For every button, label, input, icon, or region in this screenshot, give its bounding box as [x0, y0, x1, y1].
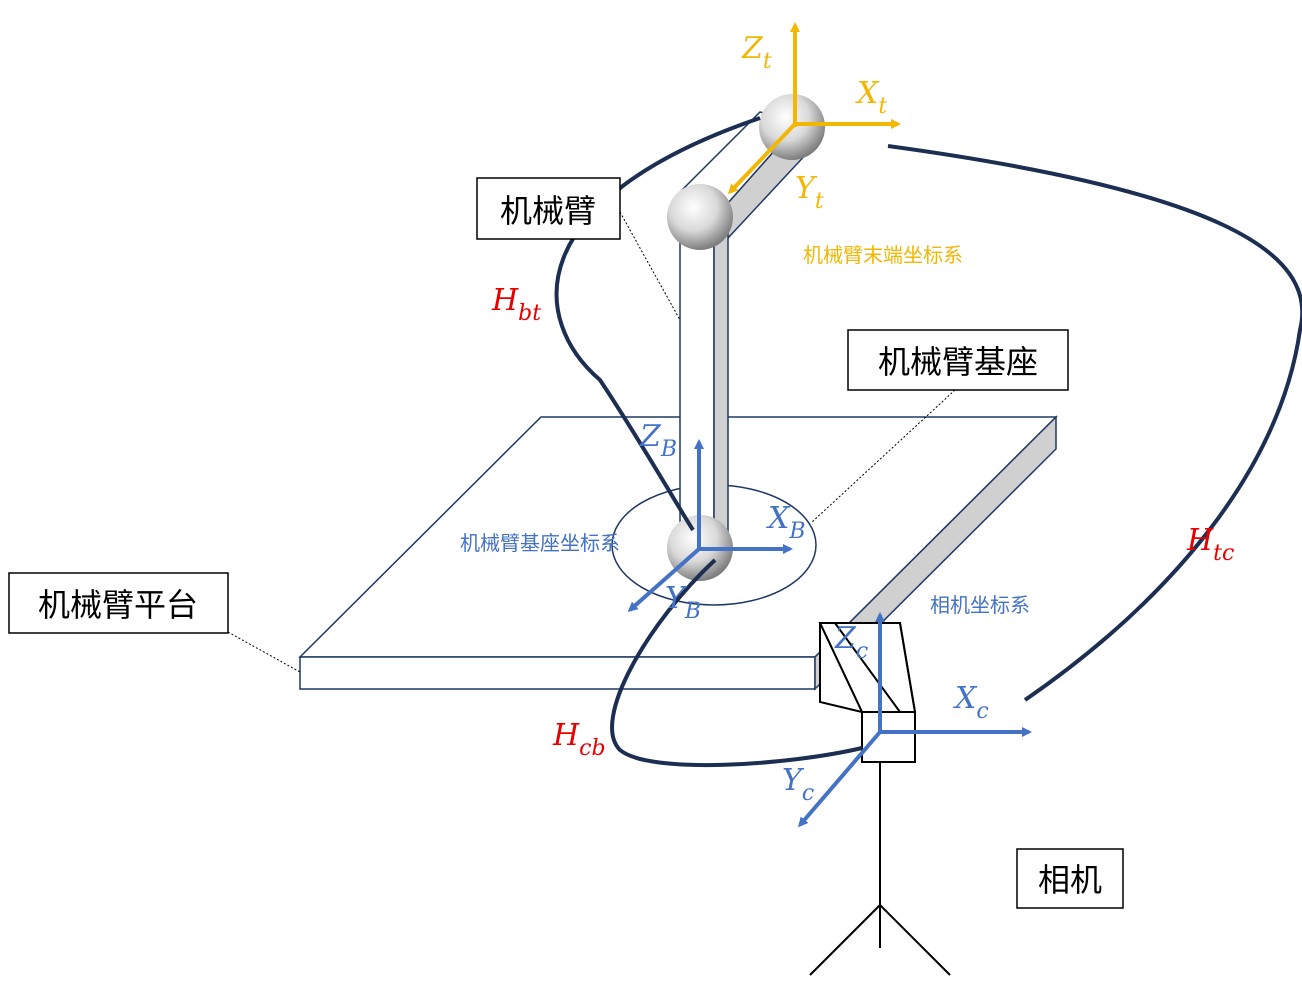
base-x-label: XB [766, 501, 806, 544]
callout-camera-label: 相机 [1038, 861, 1102, 899]
camera-y-label: Yc [782, 763, 814, 806]
transform-curve-bt [554, 116, 761, 532]
camera-frame-name: 相机坐标系 [930, 593, 1030, 617]
callout-camera: 相机 [1016, 848, 1124, 909]
transform-curve-tc [887, 144, 1302, 702]
callout-arm-platform-label: 机械臂平台 [38, 586, 198, 624]
callout-arm-platform: 机械臂平台 [8, 572, 229, 634]
transform-label-cb: Hcb [552, 718, 606, 761]
tripod [809, 762, 951, 976]
vertical-link-side [713, 226, 729, 552]
camera-y-axis [798, 730, 882, 828]
base-frame-name: 机械臂基座坐标系 [460, 531, 620, 555]
callout-robot-arm: 机械臂 [476, 177, 621, 240]
base-y-label: YB [665, 581, 701, 624]
robot-arm [667, 94, 825, 581]
transform-label-bt: Hbt [491, 283, 541, 326]
tool-y-label: Yt [795, 171, 824, 214]
callout-arm-base: 机械臂基座 [847, 329, 1069, 391]
camera-frame-axes [798, 612, 1032, 828]
platform-front-face [299, 656, 816, 690]
tool-x-label: Xt [855, 76, 887, 119]
elbow-joint-sphere [667, 184, 733, 250]
base-z-label: ZB [639, 419, 677, 462]
camera-left-face [819, 622, 864, 714]
camera-z-label: Zc [834, 621, 868, 664]
leader-arm-platform [227, 631, 301, 673]
tool-y-axis [727, 122, 797, 195]
camera-edge [834, 622, 901, 713]
callout-robot-arm-label: 机械臂 [500, 192, 596, 230]
tool-frame-axes [727, 22, 901, 195]
callout-arm-base-label: 机械臂基座 [878, 343, 1038, 381]
camera-body [818, 622, 917, 763]
transform-curve-cb [610, 558, 863, 768]
camera-x-label: Xc [953, 681, 989, 724]
camera-edge [899, 622, 916, 713]
leader-robot-arm [619, 211, 681, 321]
tool-frame-name: 机械臂末端坐标系 [803, 243, 963, 267]
base-frame-axes [627, 439, 793, 612]
base-y-axis [627, 547, 701, 612]
camera-front-face [861, 711, 916, 763]
transform-label-tc: Htc [1186, 523, 1234, 566]
tool-z-label: Zt [741, 31, 772, 74]
leader-arm-base [811, 389, 956, 523]
